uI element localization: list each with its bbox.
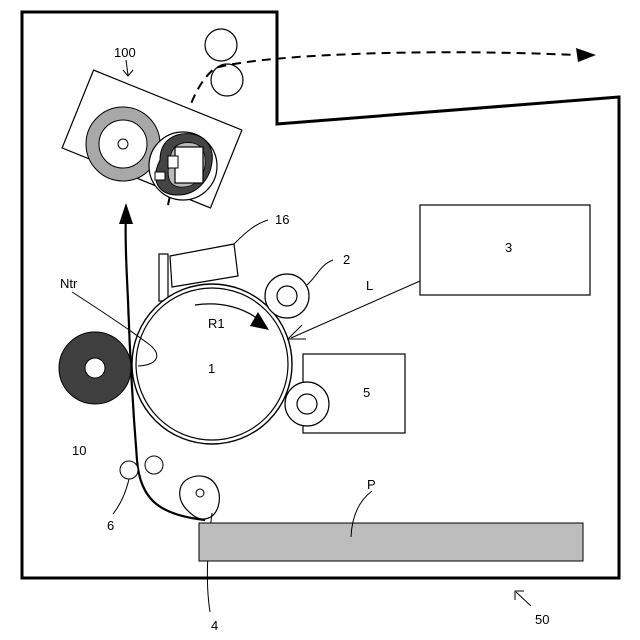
label-registration: 6 [107, 518, 114, 533]
pressure-pad-tip [155, 172, 165, 180]
exit-roller-upper [205, 29, 237, 61]
charger-inner [277, 286, 297, 306]
label-fixing-unit: 100 [114, 45, 136, 60]
fixing-roller-core [118, 139, 128, 149]
label-drum: 1 [208, 361, 215, 376]
blade-label-leader [234, 220, 268, 244]
developer-roller-inner [297, 394, 317, 414]
exit-roller-lower [211, 64, 243, 96]
cleaning-blade [170, 244, 238, 287]
fixing-label-arrow [126, 60, 128, 75]
label-pickup-roller: 4 [211, 618, 218, 633]
label-developer: 5 [363, 385, 370, 400]
label-transfer-roller: 10 [72, 443, 86, 458]
label-cleaning-blade: 16 [275, 212, 289, 227]
sheet-path-arrow [119, 203, 133, 224]
label-nip: Ntr [60, 276, 78, 291]
pickup-roller [180, 476, 220, 519]
label-paper-tray: P [367, 477, 376, 492]
pickup-roller-core [196, 489, 204, 497]
discharge-arrow [576, 48, 596, 62]
registration-roller-left [120, 461, 138, 479]
charger-leader [307, 260, 333, 285]
pressure-pad [175, 147, 203, 183]
registration-roller-right [145, 456, 163, 474]
cleaning-blade-holder [159, 254, 168, 301]
label-exposure-unit: 3 [505, 240, 512, 255]
paper-tray [199, 523, 583, 561]
laser-arrowhead [288, 325, 306, 339]
laser-beam [291, 281, 420, 338]
label-laser: L [366, 278, 373, 293]
label-apparatus: 50 [535, 612, 549, 627]
pressure-pad-slot [168, 156, 178, 168]
label-charger: 2 [343, 252, 350, 267]
transfer-roller-core [85, 358, 105, 378]
registration-leader [113, 479, 129, 514]
apparatus-arrow-line [516, 592, 531, 606]
label-rotation: R1 [208, 316, 225, 331]
